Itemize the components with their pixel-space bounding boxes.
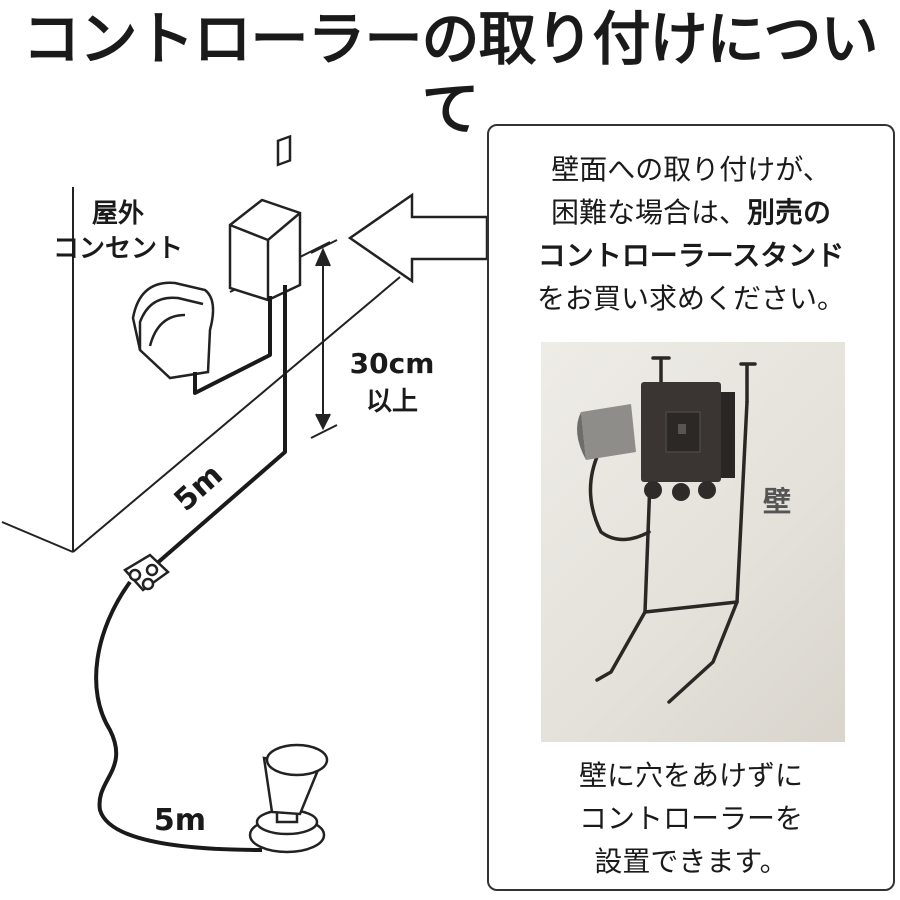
panel-bottom-line1: 壁に穴をあけずに [578, 759, 803, 792]
outlet-label-line1: 屋外 [92, 199, 144, 229]
controller-icon [228, 134, 302, 302]
panel-intro-line1: 壁面への取り付けが、 [551, 153, 831, 186]
panel-intro-line2-plain: 困難な場合は、 [550, 196, 747, 229]
wall-label: 壁 [763, 485, 792, 518]
plug-cover-photo [577, 404, 636, 460]
spotlight-icon [248, 743, 329, 854]
controller-stand-photo: 壁 [541, 342, 845, 742]
height-value: 30cm [350, 347, 435, 380]
cable-connector-icon [123, 553, 170, 592]
panel-bottom-line2: コントローラーを [578, 802, 803, 835]
controller-stand-illustration [577, 356, 757, 704]
panel-intro-line3: コントローラースタンド [489, 234, 893, 277]
arrow-left-icon [347, 192, 489, 284]
height-suffix: 以上 [366, 387, 418, 417]
outlet-label-line2: コンセント [53, 234, 183, 264]
cable [94, 285, 287, 852]
stand-info-panel: 壁面への取り付けが、 困難な場合は、別売の コントローラースタンド をお買い求め… [487, 124, 895, 891]
panel-intro-line2: 困難な場合は、別売の [489, 191, 893, 234]
panel-intro-line2-bold: 別売の [747, 196, 832, 229]
height-dimension [310, 239, 338, 439]
panel-stand-name: コントローラースタンド [537, 239, 845, 272]
outdoor-outlet-icon [131, 281, 215, 380]
panel-intro-line4: をお買い求めください。 [536, 282, 845, 315]
controller-box-photo [641, 382, 735, 501]
cable-length-lower: 5m [154, 803, 206, 838]
panel-bottom-line3: 設置できます。 [594, 845, 788, 878]
page-title: コントローラーの取り付けについて [22, 5, 878, 143]
